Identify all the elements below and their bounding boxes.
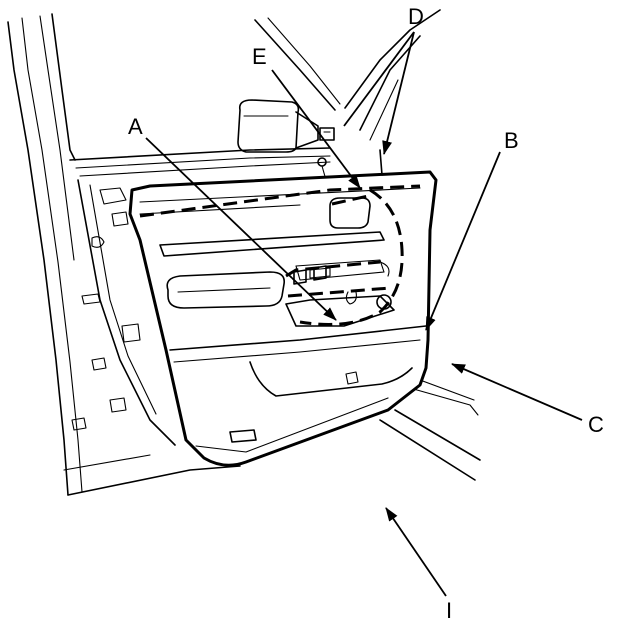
callout-d: D: [408, 4, 424, 29]
leader-i: [385, 507, 447, 597]
callout-b: B: [504, 128, 519, 153]
leader-e: [271, 69, 361, 189]
leader-lines: [145, 31, 583, 597]
door-trim-panel: [128, 170, 438, 467]
callout-c: C: [588, 412, 604, 437]
callout-labels: A B C D E I: [128, 4, 604, 623]
leader-d-2: [382, 31, 415, 155]
leader-c: [451, 363, 583, 421]
clip-location-outline: [139, 184, 421, 326]
callout-e: E: [252, 44, 267, 69]
leader-b: [425, 151, 501, 331]
callout-i: I: [446, 598, 452, 623]
leader-a-2: [291, 277, 337, 321]
callout-a: A: [128, 114, 143, 139]
leader-d-1: [343, 31, 415, 127]
leader-a-1: [145, 137, 293, 279]
